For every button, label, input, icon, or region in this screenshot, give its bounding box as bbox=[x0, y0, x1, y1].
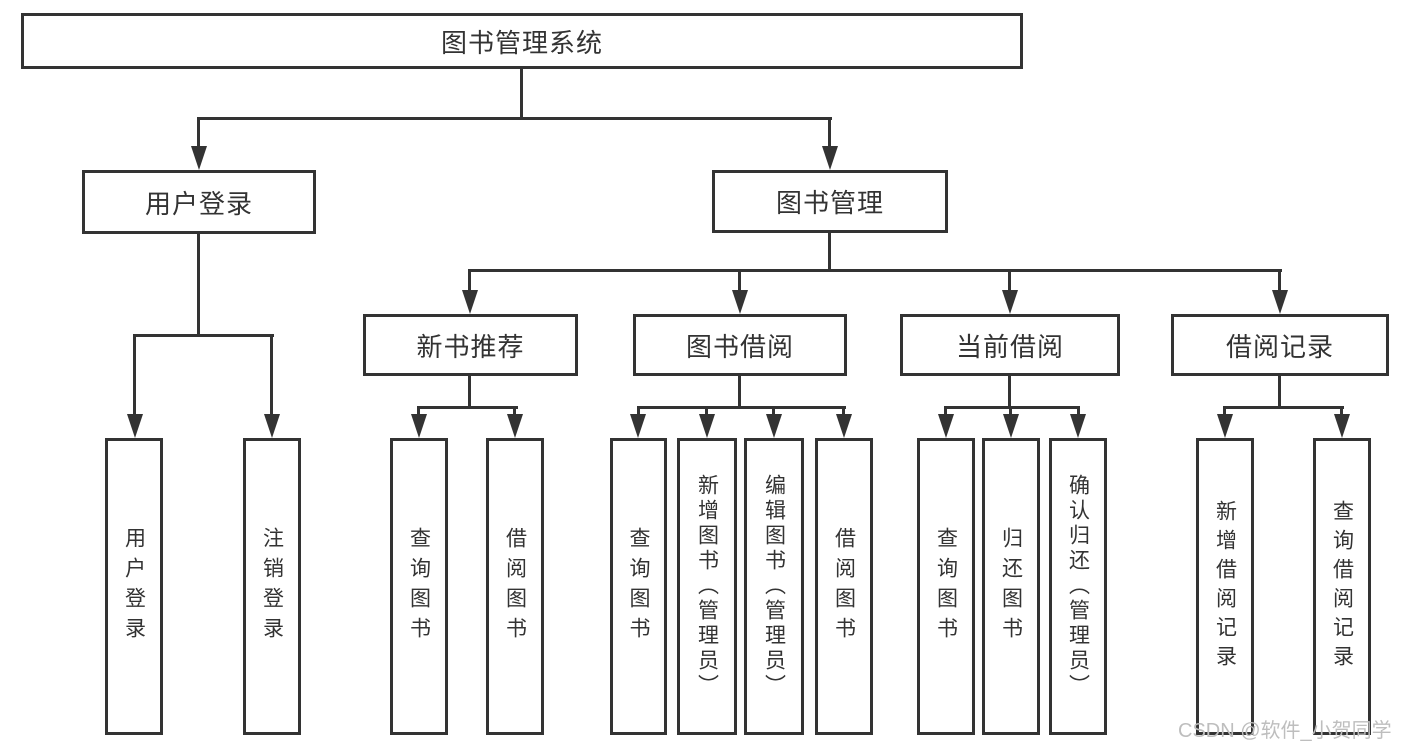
connector-hline bbox=[133, 334, 274, 337]
arrowhead-down-icon bbox=[411, 414, 427, 438]
arrowhead-down-icon bbox=[1272, 290, 1288, 314]
connector-vline bbox=[197, 233, 200, 336]
connector-vline bbox=[828, 232, 831, 272]
leaf-query-books-recommend: 查询图书 bbox=[390, 438, 448, 735]
leaf-logout: 注销登录 bbox=[243, 438, 301, 735]
leaf-label: 查询图书 bbox=[627, 526, 651, 647]
leaf-user-login: 用户登录 bbox=[105, 438, 163, 735]
connector-hline bbox=[197, 117, 832, 120]
connector-vline bbox=[828, 117, 831, 148]
connector-vline bbox=[1223, 406, 1226, 416]
arrowhead-down-icon bbox=[462, 290, 478, 314]
arrowhead-down-icon bbox=[822, 146, 838, 170]
connector-hline bbox=[468, 269, 1282, 272]
node-book-management: 图书管理 bbox=[712, 170, 948, 233]
connector-vline bbox=[513, 406, 516, 416]
leaf-label: 查询图书 bbox=[934, 526, 958, 647]
node-book-borrowing: 图书借阅 bbox=[633, 314, 847, 376]
connector-vline bbox=[842, 406, 845, 416]
connector-vline bbox=[1077, 406, 1080, 416]
arrowhead-down-icon bbox=[1003, 414, 1019, 438]
arrowhead-down-icon bbox=[766, 414, 782, 438]
arrowhead-down-icon bbox=[1217, 414, 1233, 438]
connector-vline bbox=[1340, 406, 1343, 416]
leaf-confirm-return-admin: 确认归还（管理员） bbox=[1049, 438, 1107, 735]
leaf-label: 新增图书（管理员） bbox=[695, 474, 719, 699]
leaf-label: 查询借阅记录 bbox=[1330, 499, 1354, 674]
node-new-book-recommend: 新书推荐 bbox=[363, 314, 578, 376]
leaf-label: 借阅图书 bbox=[832, 526, 856, 647]
leaf-label: 借阅图书 bbox=[503, 526, 527, 647]
leaf-label: 新增借阅记录 bbox=[1213, 499, 1237, 674]
arrowhead-down-icon bbox=[836, 414, 852, 438]
node-current-borrowing: 当前借阅 bbox=[900, 314, 1120, 376]
leaf-edit-books-admin: 编辑图书（管理员） bbox=[744, 438, 804, 735]
leaf-borrow-books-recommend: 借阅图书 bbox=[486, 438, 544, 735]
connector-vline bbox=[270, 334, 273, 416]
leaf-label: 编辑图书（管理员） bbox=[762, 474, 786, 699]
connector-hline bbox=[944, 406, 1080, 409]
connector-vline bbox=[772, 406, 775, 416]
leaf-query-borrow-record: 查询借阅记录 bbox=[1313, 438, 1371, 735]
arrowhead-down-icon bbox=[507, 414, 523, 438]
connector-vline bbox=[520, 69, 523, 119]
connector-vline bbox=[1278, 374, 1281, 409]
arrowhead-down-icon bbox=[127, 414, 143, 438]
connector-hline bbox=[637, 406, 846, 409]
watermark: CSDN @软件_小贺同学 bbox=[1178, 720, 1392, 742]
leaf-add-books-admin: 新增图书（管理员） bbox=[677, 438, 737, 735]
connector-vline bbox=[417, 406, 420, 416]
arrowhead-down-icon bbox=[1334, 414, 1350, 438]
connector-hline bbox=[417, 406, 518, 409]
arrowhead-down-icon bbox=[1002, 290, 1018, 314]
connector-vline bbox=[637, 406, 640, 416]
node-library-system: 图书管理系统 bbox=[21, 13, 1023, 69]
node-user-login: 用户登录 bbox=[82, 170, 316, 234]
connector-vline bbox=[1278, 269, 1281, 292]
leaf-borrow-books-borrowing: 借阅图书 bbox=[815, 438, 873, 735]
leaf-query-books-borrowing: 查询图书 bbox=[610, 438, 667, 735]
connector-vline bbox=[133, 334, 136, 416]
arrowhead-down-icon bbox=[732, 290, 748, 314]
connector-vline bbox=[1009, 406, 1012, 416]
arrowhead-down-icon bbox=[699, 414, 715, 438]
arrowhead-down-icon bbox=[264, 414, 280, 438]
connector-vline bbox=[197, 117, 200, 148]
connector-vline bbox=[1008, 269, 1011, 292]
arrowhead-down-icon bbox=[938, 414, 954, 438]
leaf-label: 查询图书 bbox=[407, 526, 431, 647]
arrowhead-down-icon bbox=[630, 414, 646, 438]
leaf-label: 注销登录 bbox=[260, 526, 284, 647]
leaf-query-books-current: 查询图书 bbox=[917, 438, 975, 735]
connector-vline bbox=[1008, 374, 1011, 409]
leaf-label: 归还图书 bbox=[999, 526, 1023, 647]
connector-hline bbox=[1223, 406, 1344, 409]
arrowhead-down-icon bbox=[1070, 414, 1086, 438]
connector-vline bbox=[468, 269, 471, 292]
leaf-return-books: 归还图书 bbox=[982, 438, 1040, 735]
arrowhead-down-icon bbox=[191, 146, 207, 170]
connector-vline bbox=[738, 269, 741, 292]
connector-vline bbox=[705, 406, 708, 416]
connector-vline bbox=[468, 374, 471, 409]
node-borrowing-records: 借阅记录 bbox=[1171, 314, 1389, 376]
connector-vline bbox=[944, 406, 947, 416]
leaf-add-borrow-record: 新增借阅记录 bbox=[1196, 438, 1254, 735]
leaf-label: 确认归还（管理员） bbox=[1066, 474, 1090, 699]
connector-vline bbox=[738, 374, 741, 409]
leaf-label: 用户登录 bbox=[122, 526, 146, 647]
